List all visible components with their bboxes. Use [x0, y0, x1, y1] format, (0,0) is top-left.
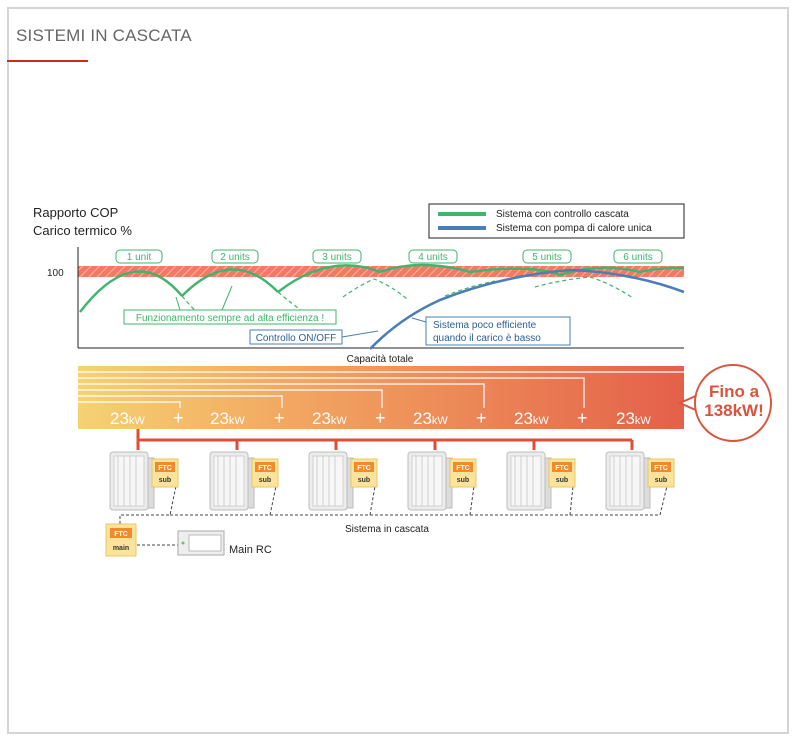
unit-label-3: 3 units: [322, 252, 351, 263]
svg-text:FTC: FTC: [456, 465, 470, 472]
ftc-sub-2: FTC sub: [251, 458, 279, 488]
main-rc-controller: [177, 530, 225, 556]
capacity-values: 23kW 23kW 23kW 23kW 23kW 23kW: [110, 409, 651, 428]
outdoor-unit-3: [308, 451, 354, 511]
capacity-badge: Fino a 138kW!: [677, 364, 772, 442]
plus-4: +: [476, 408, 487, 428]
capacity-plus-signs: + + + + +: [173, 408, 588, 428]
unit-label-4: 4 units: [418, 252, 447, 263]
unit-label-5: 5 units: [532, 252, 561, 263]
svg-text:FTC: FTC: [114, 531, 128, 538]
capacity-bar: [78, 366, 684, 429]
legend-box: [428, 203, 685, 239]
svg-text:sub: sub: [556, 477, 568, 484]
ftc-sub-4: FTC sub: [449, 458, 477, 488]
svg-text:FTC: FTC: [258, 465, 272, 472]
ftc-sub-1: FTC sub: [151, 458, 179, 488]
page-title: SISTEMI IN CASCATA: [16, 26, 192, 45]
plus-3: +: [375, 408, 386, 428]
svg-text:sub: sub: [457, 477, 469, 484]
unit-labels: 1 unit 2 units 3 units 4 units 5 units 6…: [115, 249, 663, 264]
callout-onoff-text: Controllo ON/OFF: [256, 333, 337, 344]
ftc-sub-5: FTC sub: [548, 458, 576, 488]
outdoor-unit-2: [209, 451, 255, 511]
capacity-steps: [78, 371, 684, 408]
y-axis-label-2: Carico termico %: [33, 223, 132, 238]
outdoor-unit-5: [506, 451, 552, 511]
svg-text:main: main: [113, 545, 129, 552]
x-axis-label: Capacità totale: [347, 354, 414, 365]
callout-inefficient-line1: Sistema poco efficiente: [433, 320, 537, 331]
legend-label-single: Sistema con pompa di calore unica: [496, 223, 652, 234]
cascade-curve: [79, 263, 685, 313]
plus-5: +: [577, 408, 588, 428]
cascade-system-label: Sistema in cascata: [345, 524, 429, 535]
callout-onoff: Controllo ON/OFF: [249, 329, 379, 345]
svg-text:FTC: FTC: [357, 465, 371, 472]
capacity-value-5: 23kW: [514, 409, 549, 428]
title-underline: [7, 60, 88, 62]
svg-text:FTC: FTC: [654, 465, 668, 472]
svg-text:sub: sub: [358, 477, 370, 484]
outdoor-unit-1: [109, 451, 155, 511]
control-wiring: [119, 485, 668, 546]
badge-line2: 138kW!: [704, 401, 764, 420]
badge-line1: Fino a: [709, 382, 760, 401]
outdoor-unit-4: [407, 451, 453, 511]
cascade-dashed-tails: [181, 276, 634, 315]
svg-text:sub: sub: [159, 477, 171, 484]
legend-label-cascade: Sistema con controllo cascata: [496, 209, 629, 220]
capacity-value-4: 23kW: [413, 409, 448, 428]
ftc-sub-6: FTC sub: [647, 458, 675, 488]
svg-text:FTC: FTC: [555, 465, 569, 472]
plus-1: +: [173, 408, 184, 428]
y-tick-100: 100: [47, 268, 64, 279]
unit-label-2: 2 units: [220, 252, 249, 263]
water-piping: [136, 429, 634, 450]
single-pump-curve: [369, 268, 685, 350]
main-rc-label: Main RC: [229, 544, 272, 556]
callout-efficiency-text: Funzionamento sempre ad alta efficienza …: [136, 313, 324, 324]
callout-efficiency: Funzionamento sempre ad alta efficienza …: [123, 285, 337, 325]
ftc-sub-3: FTC sub: [350, 458, 378, 488]
capacity-value-1: 23kW: [110, 409, 145, 428]
callout-inefficient-line2: quando il carico è basso: [433, 333, 541, 344]
outdoor-unit-6: [605, 451, 651, 511]
unit-label-1: 1 unit: [127, 252, 152, 263]
ftc-main: FTC main: [105, 523, 137, 557]
svg-text:FTC: FTC: [158, 465, 172, 472]
capacity-value-3: 23kW: [312, 409, 347, 428]
capacity-value-2: 23kW: [210, 409, 245, 428]
unit-label-6: 6 units: [623, 252, 652, 263]
y-axis-label-1: Rapporto COP: [33, 205, 118, 220]
svg-text:sub: sub: [259, 477, 271, 484]
plus-2: +: [274, 408, 285, 428]
capacity-value-6: 23kW: [616, 409, 651, 428]
svg-text:sub: sub: [655, 477, 667, 484]
callout-inefficient: Sistema poco efficiente quando il carico…: [411, 316, 571, 346]
